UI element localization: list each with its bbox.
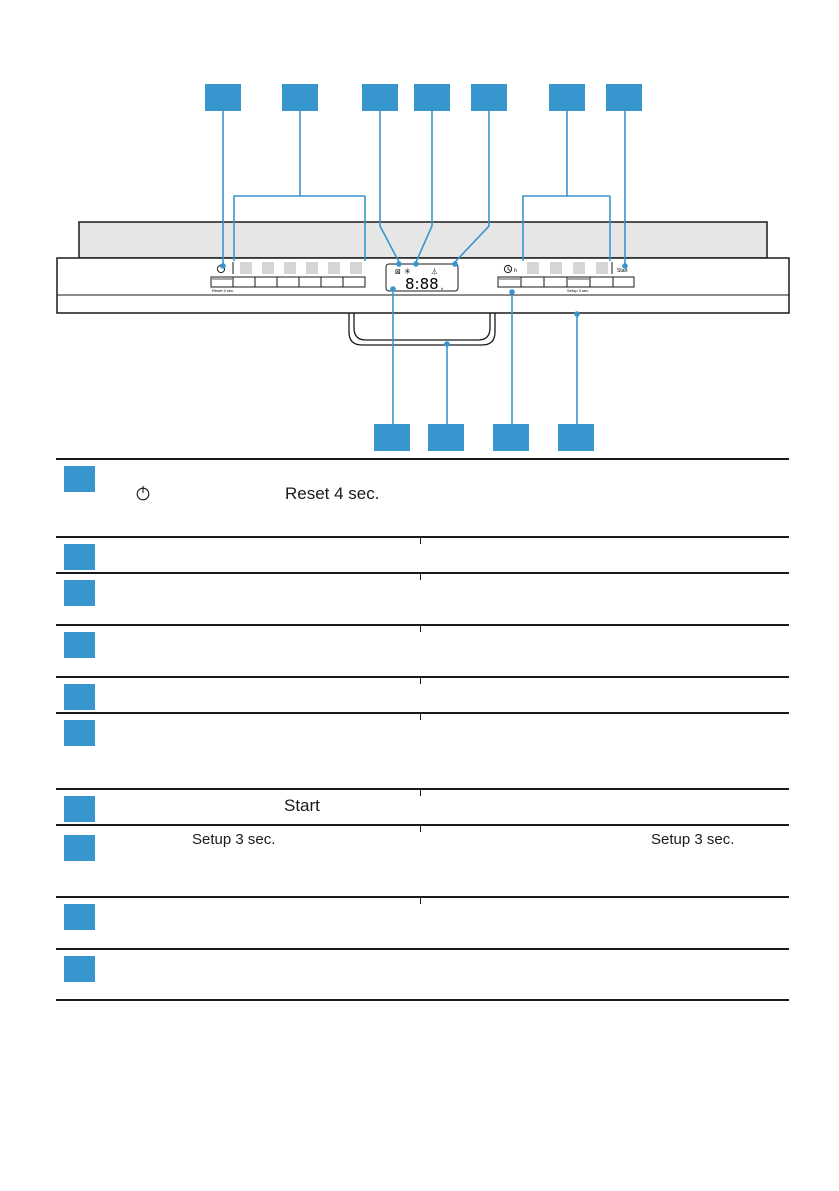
legend-number-6 <box>64 720 95 746</box>
callout-11 <box>558 424 594 451</box>
callout-4 <box>414 84 450 111</box>
svg-text:⏃: ⏃ <box>431 267 438 276</box>
program-indicator <box>328 262 340 274</box>
svg-text:h: h <box>514 268 517 274</box>
program-indicator <box>306 262 318 274</box>
svg-text:⊠: ⊠ <box>395 268 401 276</box>
legend-number-3 <box>64 580 95 606</box>
option-indicator <box>550 262 562 274</box>
legend-table: Reset 4 sec. Start S <box>56 0 789 1191</box>
start-label: Start <box>284 796 320 815</box>
legend-number-4 <box>64 632 95 658</box>
setup-caption: Setup 3 sec. <box>567 288 589 293</box>
legend-number-8 <box>64 835 95 861</box>
legend-row-8: Setup 3 sec. Setup 3 sec. <box>56 824 789 898</box>
door-handle <box>348 313 496 346</box>
svg-text:h: h <box>441 286 443 291</box>
callout-dots <box>220 261 628 347</box>
timer-icon[interactable]: h <box>503 264 517 274</box>
program-indicator <box>350 262 362 274</box>
setup-label-left: Setup 3 sec. <box>192 831 276 848</box>
display <box>385 263 459 292</box>
svg-text:✳: ✳ <box>404 267 411 276</box>
program-indicator <box>284 262 296 274</box>
option-indicator <box>596 262 608 274</box>
legend-number-9 <box>64 904 95 930</box>
legend-number-1 <box>64 466 95 492</box>
callout-2 <box>282 84 318 111</box>
legend-number-7 <box>64 796 95 822</box>
setup-label-right: Setup 3 sec. <box>651 831 735 848</box>
program-indicator <box>262 262 274 274</box>
panel-illustration: Reset 4 sec. ⊠ ✳ ⏃ 8:88 h h Start <box>56 110 790 426</box>
left-button-row[interactable] <box>210 276 366 288</box>
legend-row-3 <box>56 572 789 626</box>
callout-7 <box>606 84 642 111</box>
callout-6 <box>549 84 585 111</box>
callout-8 <box>374 424 410 451</box>
legend-number-2 <box>64 544 95 570</box>
option-indicator <box>573 262 585 274</box>
callout-9 <box>428 424 464 451</box>
legend-number-10 <box>64 956 95 982</box>
legend-row-10 <box>56 948 789 1002</box>
legend-row-5 <box>56 676 789 714</box>
reset-label: Reset 4 sec. <box>285 484 380 503</box>
legend-row-6 <box>56 712 789 790</box>
callout-3 <box>362 84 398 111</box>
reset-caption: Reset 4 sec. <box>212 288 234 293</box>
legend-row-1: Reset 4 sec. <box>56 458 789 538</box>
callout-5 <box>471 84 507 111</box>
option-indicator <box>527 262 539 274</box>
legend-number-5 <box>64 684 95 710</box>
callout-10 <box>493 424 529 451</box>
right-button-row[interactable] <box>497 276 635 288</box>
callout-1 <box>205 84 241 111</box>
callout-lines <box>222 110 626 426</box>
legend-row-7: Start <box>56 788 789 826</box>
program-indicator <box>240 262 252 274</box>
legend-row-4 <box>56 624 789 678</box>
legend-row-2 <box>56 536 789 574</box>
start-caption: Start <box>617 268 628 274</box>
panel-cover <box>78 221 768 259</box>
display-digits: 8:88 <box>405 275 439 293</box>
legend-row-9 <box>56 896 789 950</box>
power-icon <box>136 486 150 501</box>
legend-bottom-rule <box>56 999 789 1001</box>
